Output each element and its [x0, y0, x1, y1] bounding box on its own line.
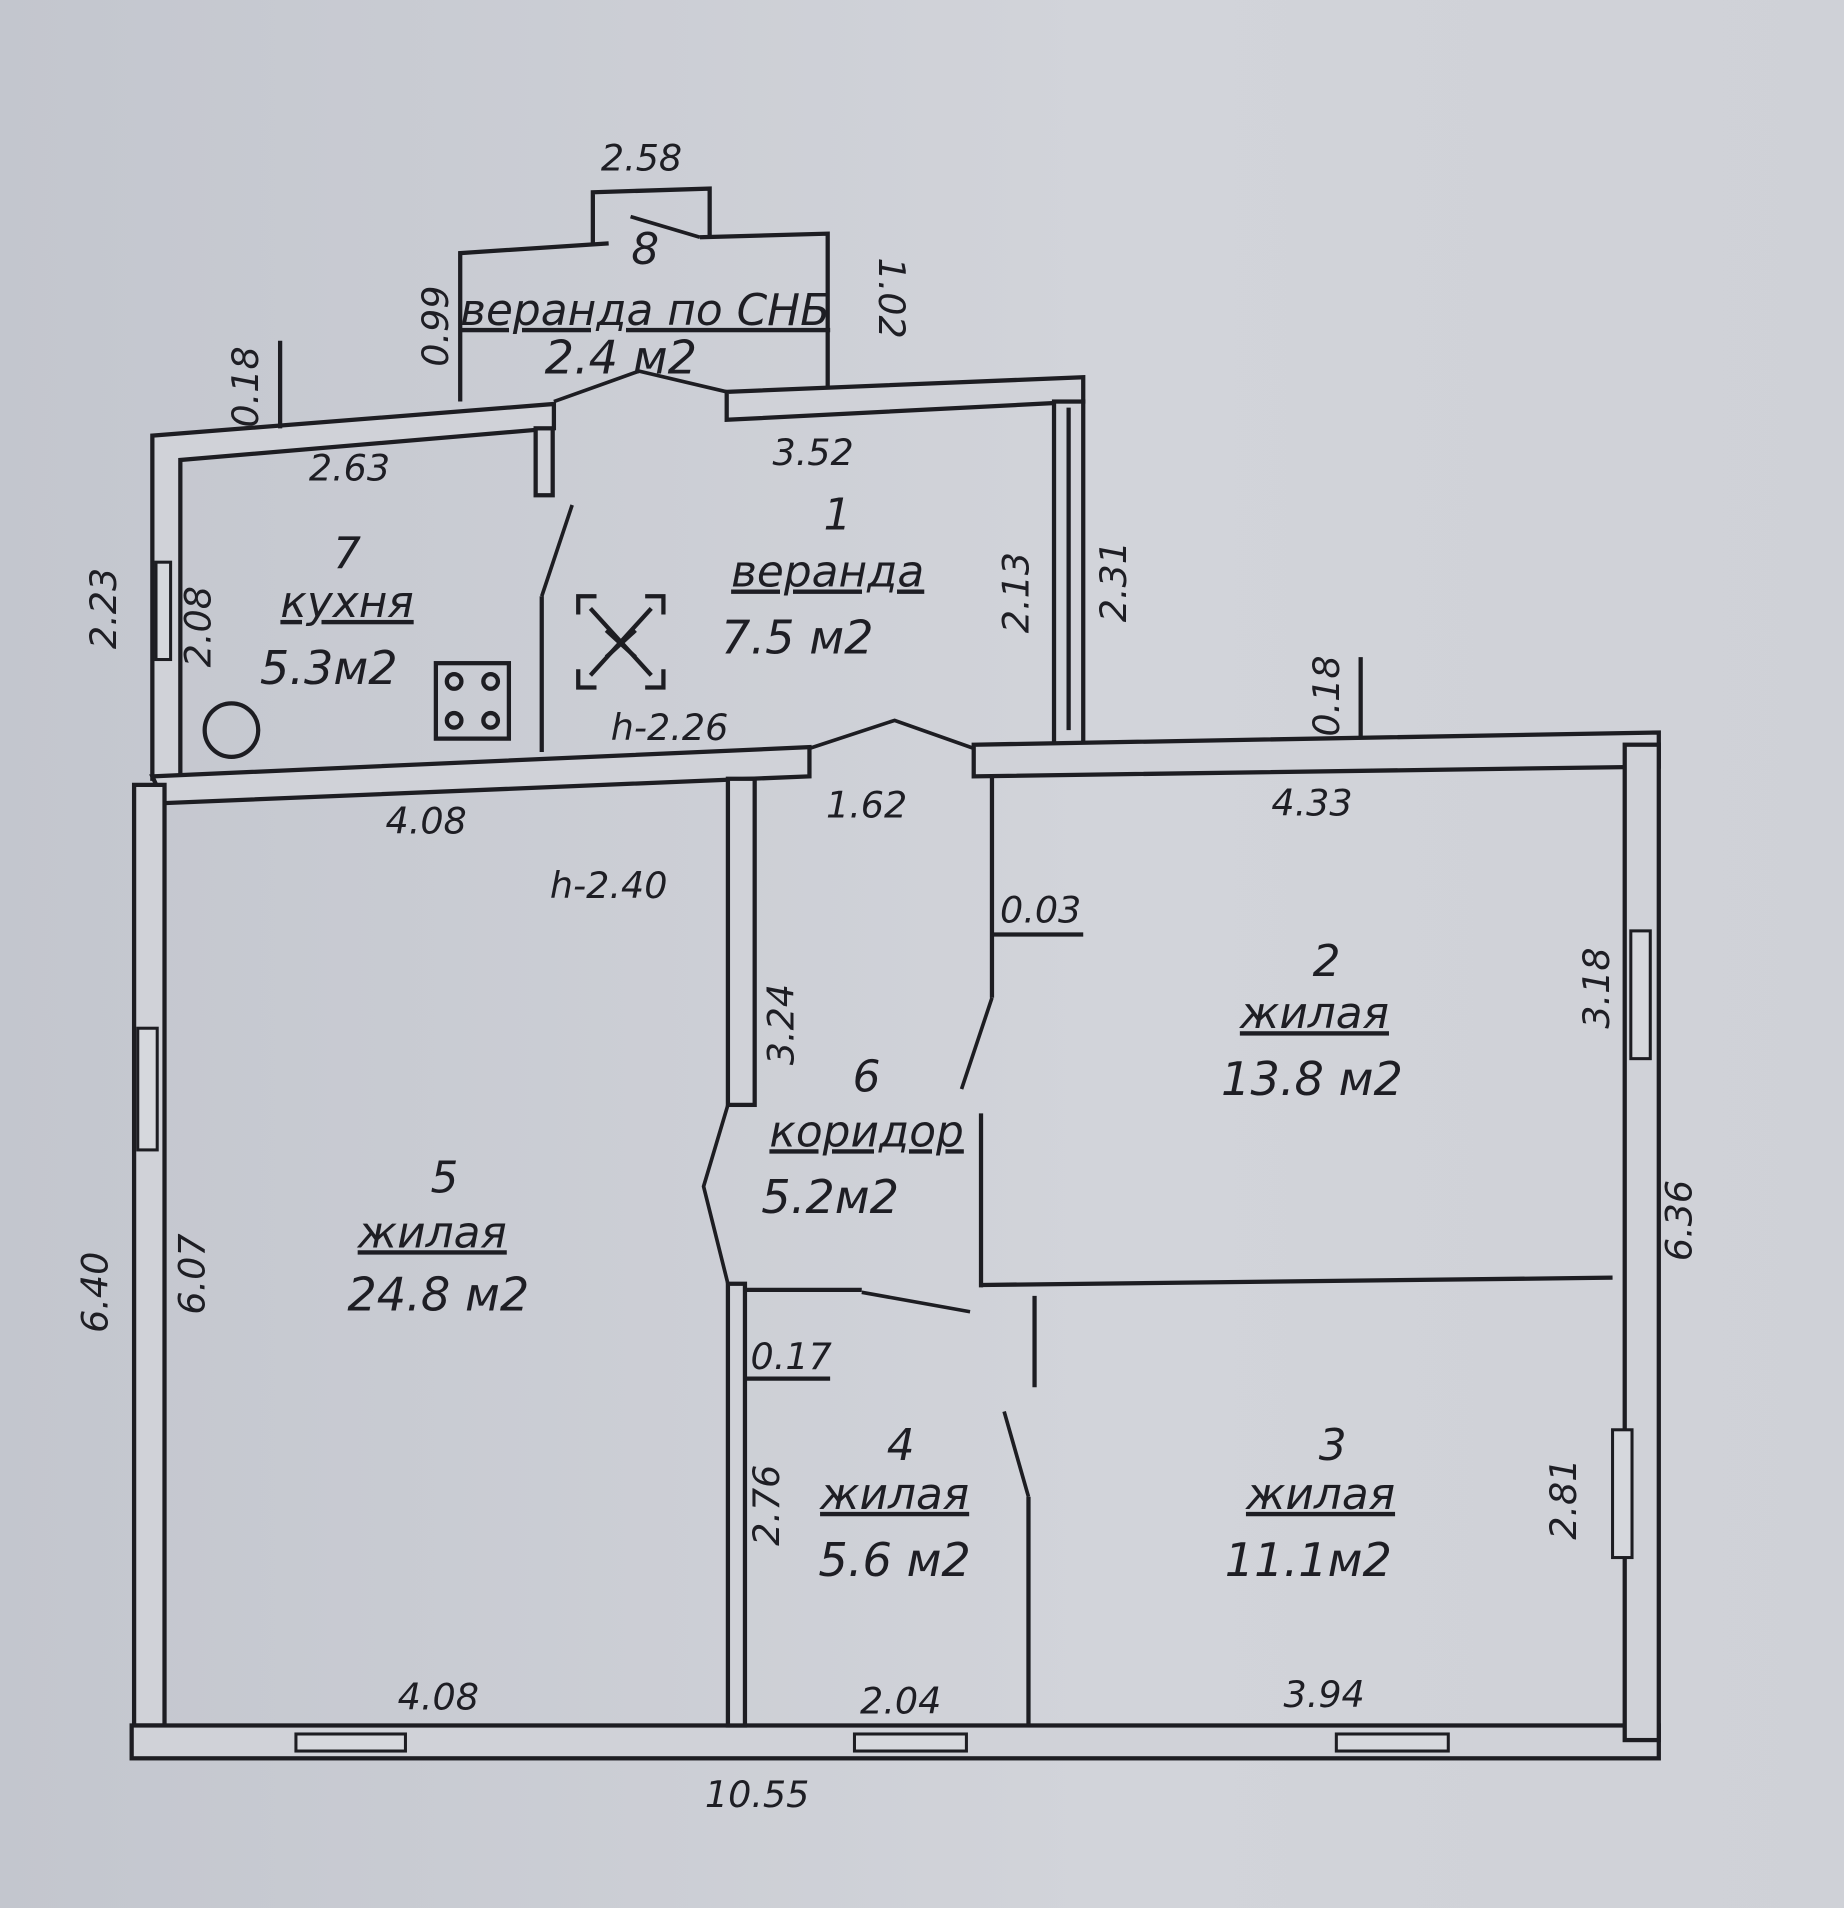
- room-name: жилая: [357, 1207, 507, 1258]
- porch-door: [630, 214, 701, 240]
- dimension-label: 3.24: [760, 984, 803, 1065]
- dimension-label: 2.31: [1092, 541, 1135, 622]
- dimension-label: 2.63: [309, 447, 390, 490]
- middle-wall: [149, 744, 812, 806]
- dimension-label: 2.58: [601, 136, 682, 179]
- dimension-label: h-2.26: [611, 706, 729, 749]
- window: [852, 1732, 968, 1753]
- dimension-label: 2.08: [177, 586, 220, 667]
- dimension-label: 3.52: [772, 431, 853, 474]
- dimension-label: 1.62: [826, 784, 907, 827]
- room5-door: [701, 1104, 730, 1285]
- dimension-label: 2.76: [745, 1465, 788, 1546]
- dimension-label: 0.18: [1305, 655, 1348, 736]
- room-area: 5.3м2: [260, 641, 398, 695]
- veranda-top-wall: [724, 375, 1086, 423]
- dimension-label: h-2.40: [550, 864, 668, 907]
- kitchen-veranda-partition: [533, 426, 555, 498]
- dimension-label: 0.99: [414, 285, 457, 366]
- room-area: 13.8 м2: [1221, 1052, 1403, 1106]
- window: [1629, 929, 1652, 1061]
- room5-right-wall: [725, 776, 757, 1108]
- dimension-label: 0.18: [224, 346, 267, 427]
- room-number: 6: [853, 1052, 881, 1103]
- room-number: 7: [333, 528, 361, 579]
- room-number: 4: [887, 1420, 915, 1471]
- dimension-label: 1.02: [870, 257, 913, 338]
- boiler-icon: [202, 701, 261, 760]
- dimension-label: 2.23: [82, 568, 125, 649]
- dimension-label: 4.08: [385, 800, 466, 843]
- dimension-label: 2.81: [1542, 1459, 1585, 1540]
- dimension-label: 0.03: [1000, 888, 1081, 931]
- room-area: 5.2м2: [761, 1170, 899, 1224]
- left-outer-wall: [131, 782, 167, 1728]
- room-number: 5: [430, 1153, 458, 1204]
- dimension-label: 6.36: [1658, 1180, 1701, 1261]
- room-number: 1: [823, 489, 851, 540]
- room-name: веранда: [731, 547, 924, 598]
- porch-right: [699, 231, 830, 387]
- room-name: жилая: [1245, 1469, 1395, 1520]
- window: [1611, 1428, 1634, 1560]
- window: [294, 1732, 407, 1753]
- dimension-label: 2.04: [860, 1679, 941, 1722]
- room-name: жилая: [1239, 988, 1389, 1039]
- room-name: кухня: [280, 577, 413, 628]
- veranda-entry-door: [553, 369, 728, 404]
- room-area: 7.5 м2: [721, 610, 873, 664]
- dimension-label: 3.18: [1575, 947, 1618, 1028]
- porch-box: [590, 186, 712, 244]
- room-area: 2.4 м2: [545, 331, 697, 385]
- dimension-label: 0.17: [751, 1335, 832, 1378]
- dimension-label: 4.08: [398, 1676, 479, 1719]
- room5-right-wall-lower: [725, 1281, 748, 1728]
- window: [1334, 1732, 1450, 1753]
- porch-outline: [458, 241, 609, 402]
- room-area: 24.8 м2: [347, 1268, 529, 1322]
- dimension-label: 6.07: [171, 1233, 214, 1314]
- dimension-label: 4.33: [1271, 781, 1352, 824]
- ventilation-icon: [576, 594, 666, 690]
- room-number: 3: [1319, 1420, 1347, 1471]
- dimension-label: 3.94: [1284, 1673, 1365, 1716]
- window: [154, 560, 173, 662]
- dimension-label: 2.13: [994, 552, 1037, 633]
- room-number: 2: [1313, 936, 1341, 987]
- room-name: жилая: [819, 1469, 969, 1520]
- dimension-label: 10.55: [705, 1773, 810, 1816]
- walls: [129, 186, 1661, 1761]
- room2-door: [959, 997, 994, 1090]
- corridor-door: [808, 718, 975, 751]
- room2-3-divider: [980, 1275, 1613, 1288]
- dimension-label: 6.40: [73, 1252, 116, 1333]
- right-outer-wall: [1622, 742, 1661, 1743]
- room-area: 5.6 м2: [818, 1533, 970, 1587]
- room-area: 11.1м2: [1225, 1533, 1392, 1587]
- room3-door: [1002, 1411, 1031, 1498]
- stove-icon: [433, 661, 512, 741]
- room-name: коридор: [769, 1106, 963, 1157]
- room4-door: [861, 1290, 971, 1314]
- room-name: веранда по СНБ: [460, 285, 830, 336]
- kitchen-door: [540, 504, 574, 597]
- room-number: 8: [631, 224, 659, 275]
- window: [136, 1026, 159, 1152]
